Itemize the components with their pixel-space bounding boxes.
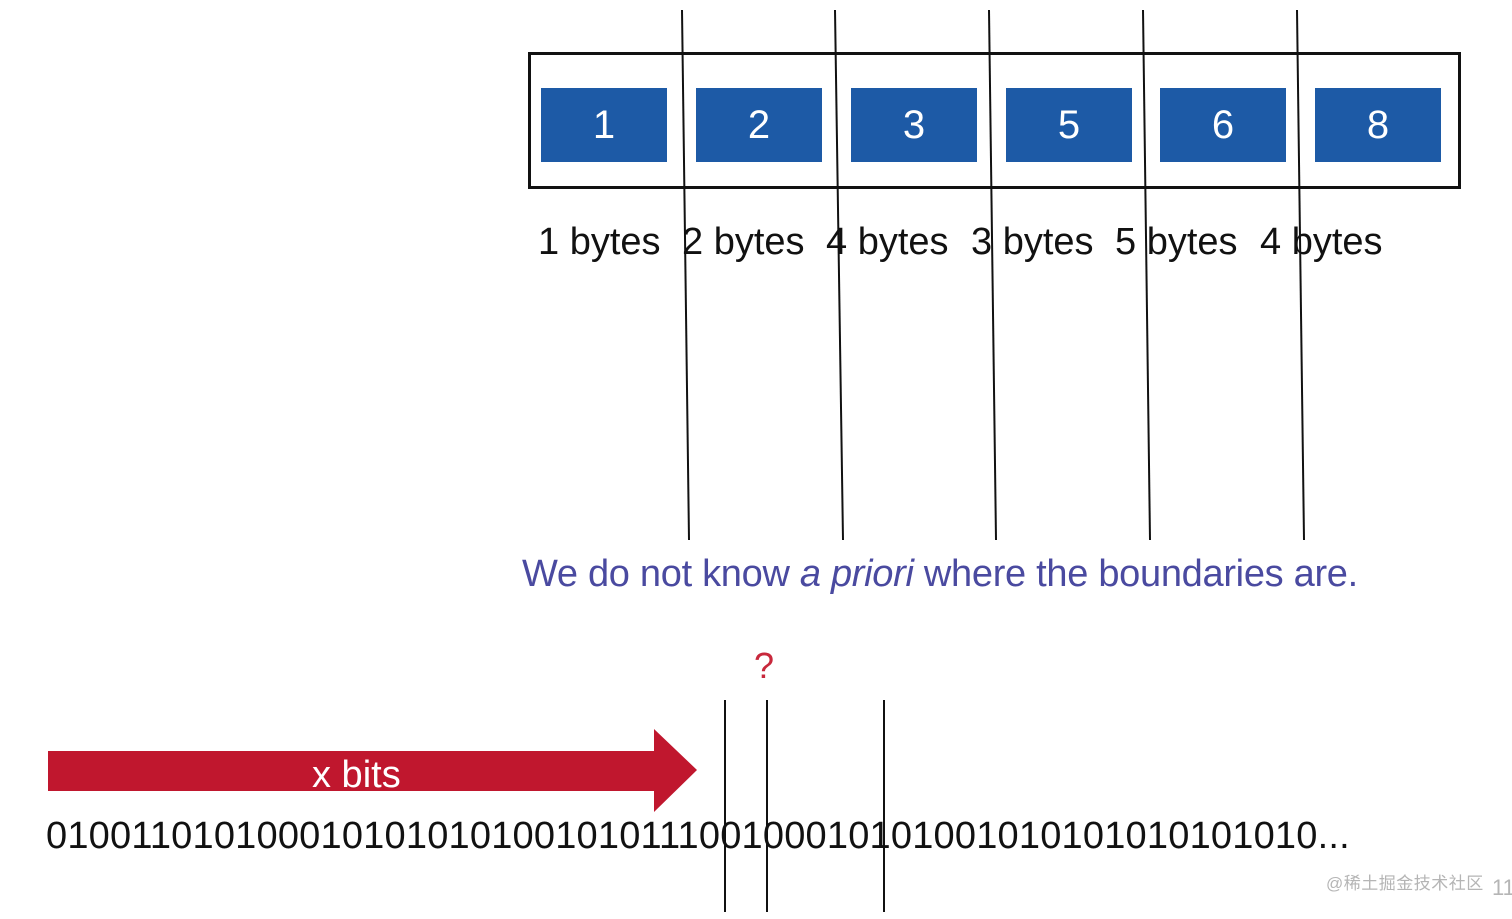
byte-size-label-6: 4 bytes [1260, 221, 1383, 263]
page-number: 11 [1492, 875, 1512, 900]
caption-emphasis: a priori [799, 553, 914, 595]
boundaries-caption: We do not know a priori where the bounda… [522, 551, 1358, 597]
caption-text-start: We do not know [522, 553, 800, 595]
bitstream-text: 0100110101000101010101001010111001000101… [46, 815, 1350, 857]
value-box-1: 1 [541, 88, 667, 162]
byte-size-label-5: 5 bytes [1115, 221, 1238, 263]
question-mark: ? [754, 645, 775, 686]
byte-size-label-1: 1 bytes [538, 221, 661, 263]
caption-text-end: where the boundaries are. [913, 553, 1358, 595]
byte-size-label-4: 3 bytes [971, 221, 1094, 263]
value-box-4: 5 [1006, 88, 1132, 162]
watermark: @稀土掘金技术社区 [1326, 874, 1484, 893]
value-box-3: 3 [851, 88, 977, 162]
byte-size-label-2: 2 bytes [682, 221, 805, 263]
value-box-2: 2 [696, 88, 822, 162]
value-box-6: 8 [1315, 88, 1441, 162]
value-box-5: 6 [1160, 88, 1286, 162]
x-bits-label: x bits [312, 754, 401, 796]
byte-size-label-3: 4 bytes [826, 221, 949, 263]
